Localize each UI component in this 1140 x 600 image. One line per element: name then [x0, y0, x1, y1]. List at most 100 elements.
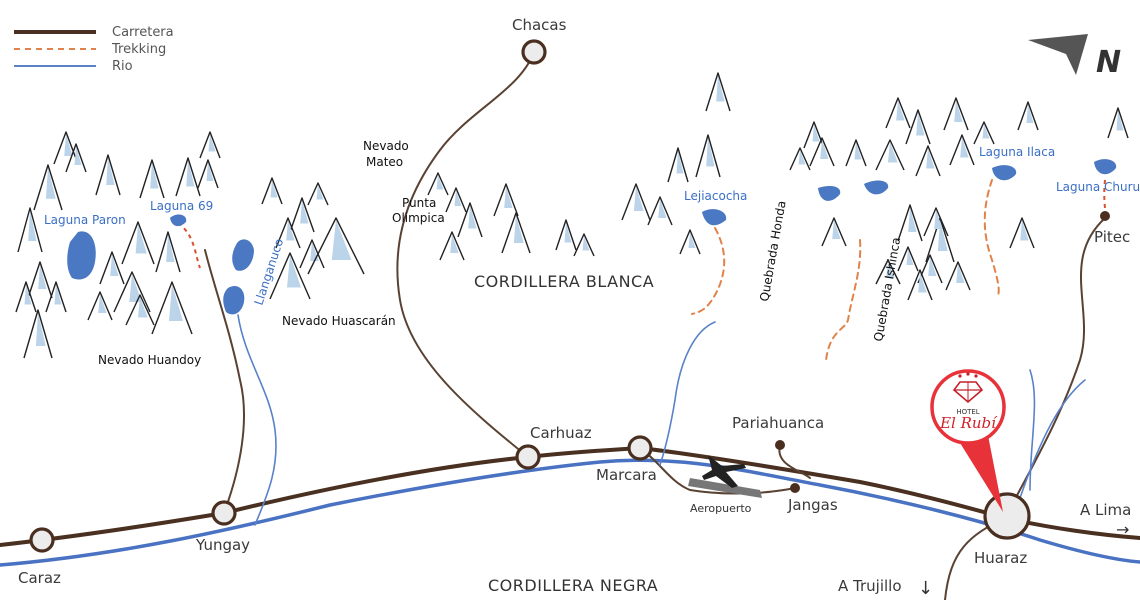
river-east: [1029, 369, 1036, 491]
region-blanca-label: CORDILLERA BLANCA: [474, 272, 654, 291]
river-llanganuco: [237, 314, 277, 526]
town-pitec-label: Pitec: [1094, 228, 1130, 246]
road-pitec: [1004, 217, 1106, 519]
trekking-paths: [177, 179, 1106, 361]
lake-llanganuco-upper-icon: [232, 239, 254, 271]
mountain-peak-icon: [125, 294, 155, 326]
town-caraz-label: Caraz: [18, 569, 61, 587]
mountain-peak-icon: [151, 281, 193, 335]
trek-lejiacocha: [691, 227, 726, 315]
lake-paron-label: Laguna Paron: [44, 213, 126, 227]
lake-lejiacocha-icon: [702, 209, 727, 226]
airport-label: Aeropuerto: [690, 502, 752, 515]
town-pariahuanca-marker[interactable]: [775, 440, 785, 450]
lake-69-icon: [170, 214, 187, 227]
mountain-peak-icon: [65, 143, 87, 173]
direction-trujillo-label: A Trujillo: [838, 577, 902, 595]
mountain-peak-icon: [679, 229, 701, 255]
town-labels: Chacas Carhuaz Marcara Yungay Caraz Huar…: [18, 16, 1130, 587]
compass-arrow-icon: [1028, 34, 1088, 75]
arrow-down-icon: ↓: [918, 578, 933, 599]
peak-labels: Nevado Huandoy Nevado Huascarán Nevado M…: [98, 139, 445, 367]
river-lejiacocha: [659, 321, 716, 466]
mountain-peak-icon: [457, 202, 483, 238]
town-caraz-marker[interactable]: [29, 527, 55, 553]
mountain-peak-icon: [27, 261, 53, 299]
mountain-peak-icon: [897, 204, 923, 242]
mountain-peak-icon: [17, 207, 43, 253]
arrow-right-icon: →: [1116, 520, 1129, 539]
mountain-peak-icon: [1107, 107, 1129, 139]
mountain-peak-icon: [845, 139, 867, 167]
region-negra-label: CORDILLERA NEGRA: [488, 576, 658, 595]
lake-ishinca-icon: [864, 180, 889, 195]
compass: N: [1028, 34, 1121, 80]
valley-labels: Quebrada Honda Quebrada Ishinca: [757, 200, 903, 343]
road-llanganuco: [204, 249, 245, 514]
lake-churup-icon: [1094, 159, 1117, 175]
town-jangas-marker[interactable]: [790, 483, 800, 493]
direction-lima-label: A Lima: [1080, 501, 1131, 519]
lake-lejiacocha-label: Lejiacocha: [684, 189, 747, 203]
mountain-peak-icon: [923, 207, 949, 237]
mountain-peak-icon: [501, 212, 531, 254]
town-pitec-marker[interactable]: [1100, 211, 1110, 221]
mountain-peak-icon: [175, 157, 201, 197]
mountain-peak-icon: [945, 261, 971, 291]
mountain-peak-icon: [33, 164, 63, 211]
main-river: [0, 458, 1140, 567]
mountain-peak-icon: [155, 231, 181, 273]
river-churup: [1019, 379, 1086, 499]
road-airport-loop: [639, 447, 796, 495]
mountain-peak-icon: [621, 183, 651, 221]
tributary-rivers: [237, 314, 1086, 526]
mountain-peak-icon: [113, 271, 151, 313]
mountain-peak-icon: [445, 187, 467, 213]
legend-river-label: Rio: [112, 59, 133, 74]
peak-huascaran-label: Nevado Huascarán: [282, 314, 396, 328]
compass-north-label: N: [1096, 45, 1121, 80]
mountain-peak-icon: [261, 177, 283, 205]
lake-churup-label: Laguna Churup: [1056, 180, 1140, 194]
towns: [29, 39, 1110, 553]
airplane-icon: [702, 455, 746, 488]
town-chacas-marker[interactable]: [521, 39, 547, 65]
mountain-peak-icon: [907, 269, 933, 301]
peak-huandoy-label: Nevado Huandoy: [98, 353, 201, 367]
mountain-peak-icon: [943, 97, 969, 131]
airport: Aeropuerto: [688, 455, 762, 515]
town-carhuaz-marker[interactable]: [515, 444, 541, 470]
mountain-peak-icon: [493, 183, 519, 217]
mountain-peak-icon: [1017, 101, 1039, 131]
town-marcara-label: Marcara: [596, 466, 657, 484]
peak-mateo-label-line2: Mateo: [366, 155, 403, 169]
town-huaraz-marker[interactable]: [983, 492, 1031, 540]
town-jangas-label: Jangas: [787, 496, 838, 514]
mountain-peak-icon: [973, 121, 995, 145]
lakes: [67, 159, 1117, 315]
legend-road-label: Carretera: [112, 25, 174, 40]
mountain-peak-icon: [915, 145, 941, 177]
peak-mateo-label-line1: Nevado: [363, 139, 409, 153]
hotel-name: El Rubí: [939, 414, 998, 432]
lake-llanganuco-label: Llanganuco: [252, 237, 287, 307]
hotel-marker[interactable]: HOTEL El Rubí: [930, 369, 1006, 512]
mountain-peak-icon: [949, 134, 975, 166]
mountain-peak-icon: [289, 197, 315, 233]
town-marcara-marker[interactable]: [627, 435, 653, 461]
mountain-peak-icon: [1009, 217, 1035, 249]
trek-ilaca: [983, 179, 1000, 296]
mountain-peak-icon: [897, 246, 919, 272]
mountain-peak-icon: [439, 231, 465, 261]
mountain-peak-icon: [667, 147, 689, 183]
hotel-pin-circle[interactable]: [930, 369, 1006, 445]
town-yungay-marker[interactable]: [211, 500, 237, 526]
hotel-label: HOTEL: [956, 408, 979, 416]
peak-olimpica-label-line2: Olimpica: [392, 211, 445, 225]
town-chacas-label: Chacas: [512, 16, 567, 34]
town-carhuaz-label: Carhuaz: [530, 424, 592, 442]
lake-honda-icon: [818, 186, 841, 201]
mountain-peak-icon: [199, 131, 221, 159]
lake-ilaca-label: Laguna Ilaca: [979, 145, 1055, 159]
